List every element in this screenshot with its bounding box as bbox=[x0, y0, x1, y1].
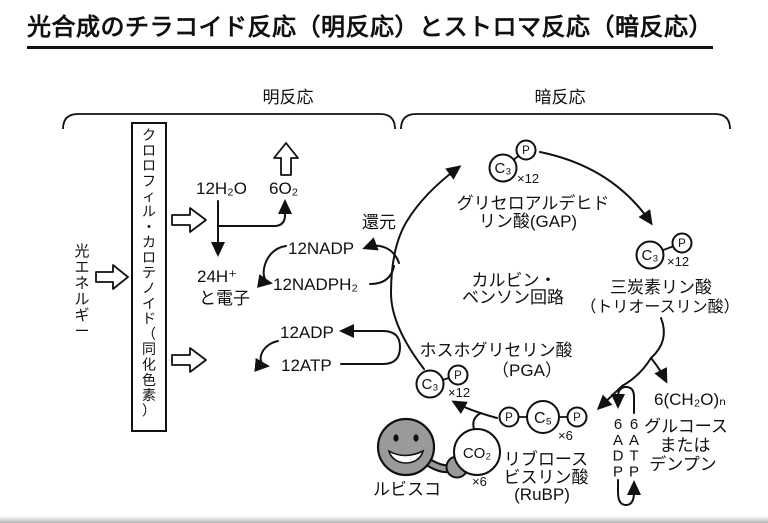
gap-c3-circle bbox=[488, 153, 518, 183]
page-title: 光合成のチラコイド反応（明反応）とストロマ反応（暗反応） bbox=[27, 7, 713, 49]
rubp-c5-circle bbox=[526, 400, 560, 434]
gap-name-line1: グリセロアルデヒド bbox=[457, 193, 610, 213]
cycle-arc-to-rubp-arrow bbox=[596, 357, 652, 411]
protons-label: 24H⁺ bbox=[197, 267, 237, 286]
pga-phosphate-label: P bbox=[454, 370, 462, 382]
pigment-box-label: クロロフィル・カロテノイド（同化色素） bbox=[142, 127, 156, 418]
gap-phosphate-label: P bbox=[522, 145, 530, 157]
water-to-oxygen-arrow bbox=[217, 199, 292, 227]
cycle-arc-gap-to-triose bbox=[539, 151, 653, 226]
atp-label: 12ATP bbox=[281, 356, 332, 375]
reduction-label: 還元 bbox=[362, 213, 396, 232]
light-reaction-section-label: 明反応 bbox=[263, 88, 314, 107]
rubp-name-line2: ビスリン酸 bbox=[504, 468, 589, 487]
adp-atp-return-arrow bbox=[617, 479, 641, 507]
product-name-line3: デンプン bbox=[649, 454, 717, 474]
product-name-line2: または bbox=[660, 436, 711, 455]
cycle-to-nadp-arrow bbox=[362, 237, 400, 264]
product-name-line1: グルコース bbox=[644, 417, 728, 436]
rubisco-smile-icon bbox=[387, 449, 425, 464]
pga-phosphate-circle bbox=[447, 364, 469, 386]
rubp-phosphate-right-label: P bbox=[573, 412, 581, 424]
rubp-multiplier: ×6 bbox=[558, 428, 573, 443]
light-reaction-bracket bbox=[62, 113, 396, 130]
pigment-to-water-arrow-icon bbox=[171, 207, 207, 233]
nadp-to-nadph2-arrow bbox=[256, 245, 287, 288]
calvin-cycle-name-line1: カルビン・ bbox=[472, 271, 557, 290]
co2-circle bbox=[453, 428, 501, 476]
gap-c3-label: C₃ bbox=[495, 160, 512, 177]
water-label: 12H₂O bbox=[196, 179, 247, 198]
atp-to-adp-arch-arrow bbox=[611, 385, 635, 414]
pga-multiplier: ×12 bbox=[448, 385, 470, 400]
co2-label: CO₂ bbox=[463, 445, 492, 462]
light-energy-arrow-icon bbox=[95, 264, 129, 290]
pga-name-line1: ホスホグリセリン酸 bbox=[420, 341, 573, 360]
triose-c3-label: C₃ bbox=[642, 247, 659, 264]
triose-phosphate-circle bbox=[671, 232, 693, 254]
triose-phosphate-label: P bbox=[678, 238, 686, 250]
cycle-branch-to-product-arrow bbox=[650, 357, 668, 384]
co2-join-line bbox=[472, 412, 482, 430]
rubp-phosphate-right-circle bbox=[566, 406, 588, 428]
cycle-arc-triose-down bbox=[650, 317, 665, 359]
nadph2-to-cycle-line bbox=[369, 265, 395, 285]
cycle-to-adp-arrow bbox=[339, 324, 402, 365]
electrons-label: と電子 bbox=[199, 289, 250, 308]
rubisco-left-eye-icon bbox=[393, 434, 399, 442]
oxygen-label: 6O₂ bbox=[269, 179, 298, 198]
rubp-to-pga-arrow bbox=[451, 400, 498, 419]
pga-name-line2: （PGA） bbox=[492, 361, 562, 380]
rubp-phosphate-left-label: P bbox=[505, 412, 513, 424]
rubp-c5-label: C₅ bbox=[534, 410, 552, 427]
calvin-cycle-name-line2: ベンソン回路 bbox=[462, 288, 564, 307]
pigment-to-atp-arrow-icon bbox=[171, 347, 207, 373]
nadph2-label: 12NADPH₂ bbox=[273, 275, 358, 294]
gap-multiplier: ×12 bbox=[517, 171, 539, 186]
co2-multiplier: ×6 bbox=[472, 474, 487, 489]
pga-c3-label: C₃ bbox=[422, 376, 439, 393]
rubisco-label: ルビスコ bbox=[373, 480, 441, 499]
gap-phosphate-circle bbox=[515, 139, 537, 161]
rubp-name-line3: (RuBP) bbox=[514, 485, 570, 504]
dark-reaction-bracket bbox=[400, 113, 731, 130]
triose-c3-circle bbox=[635, 240, 665, 270]
pga-c3-circle bbox=[415, 369, 445, 399]
rubisco-face bbox=[376, 417, 436, 477]
triose-name-line2: （トリオースリン酸） bbox=[580, 298, 739, 316]
product-formula: 6(CH₂O)ₙ bbox=[654, 390, 726, 409]
adp-to-atp-arrow bbox=[254, 340, 279, 372]
dark-reaction-section-label: 暗反応 bbox=[535, 88, 586, 107]
adp-label: 12ADP bbox=[280, 323, 334, 342]
triose-name-line1: 三炭素リン酸 bbox=[610, 278, 712, 297]
rubisco-right-eye-icon bbox=[413, 434, 419, 442]
light-energy-label: 光エネルギー bbox=[74, 243, 89, 340]
rubp-phosphate-left-circle bbox=[498, 406, 520, 428]
triose-multiplier: ×12 bbox=[667, 254, 689, 269]
cycle-arc-pga-to-gap bbox=[389, 165, 462, 370]
bottom-edge-band bbox=[0, 516, 768, 523]
rubp-name-line1: リブロース bbox=[504, 449, 588, 469]
gap-name-line2: リン酸(GAP) bbox=[479, 212, 577, 231]
pigment-box bbox=[131, 122, 167, 432]
nadp-label: 12NADP bbox=[288, 239, 354, 258]
oxygen-release-arrow-icon bbox=[273, 142, 299, 176]
